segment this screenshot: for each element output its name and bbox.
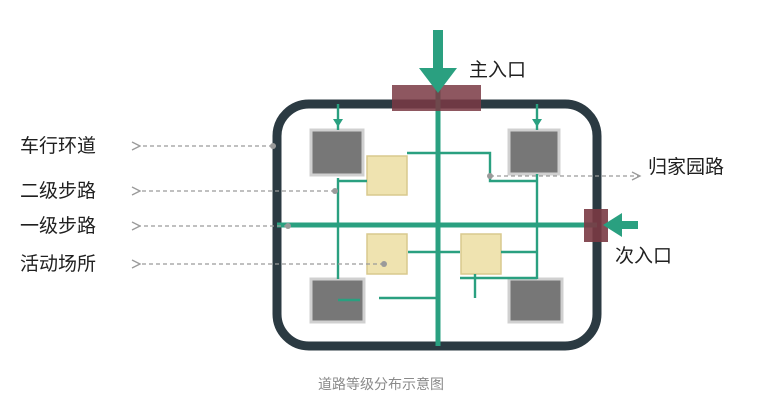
- leader-arrow-icon: [631, 171, 642, 181]
- path-arrow-icon: [532, 119, 542, 127]
- label-secondary-path: 二级步路: [20, 180, 96, 202]
- building: [507, 277, 564, 324]
- path-arrow-icon: [333, 119, 343, 127]
- caption: 道路等级分布示意图: [318, 376, 444, 393]
- building: [507, 128, 561, 176]
- label-ring-road: 车行环道: [20, 135, 96, 157]
- leader-dots: [270, 143, 493, 267]
- activity-area: [366, 155, 408, 196]
- activity-area: [460, 233, 502, 275]
- label-secondary-entrance: 次入口: [615, 245, 672, 267]
- label-primary-path: 一级步路: [20, 215, 96, 237]
- primary-paths: [277, 88, 597, 346]
- label-home-road: 归家园路: [648, 156, 724, 178]
- label-activity-area: 活动场所: [20, 253, 96, 275]
- activity-area: [366, 233, 408, 275]
- building: [309, 128, 365, 177]
- activity-areas: [366, 155, 502, 275]
- arrow-down-icon: [419, 30, 457, 93]
- arrow-left-icon: [603, 213, 638, 237]
- leader-lines: [140, 146, 640, 264]
- label-main-entrance: 主入口: [469, 59, 526, 81]
